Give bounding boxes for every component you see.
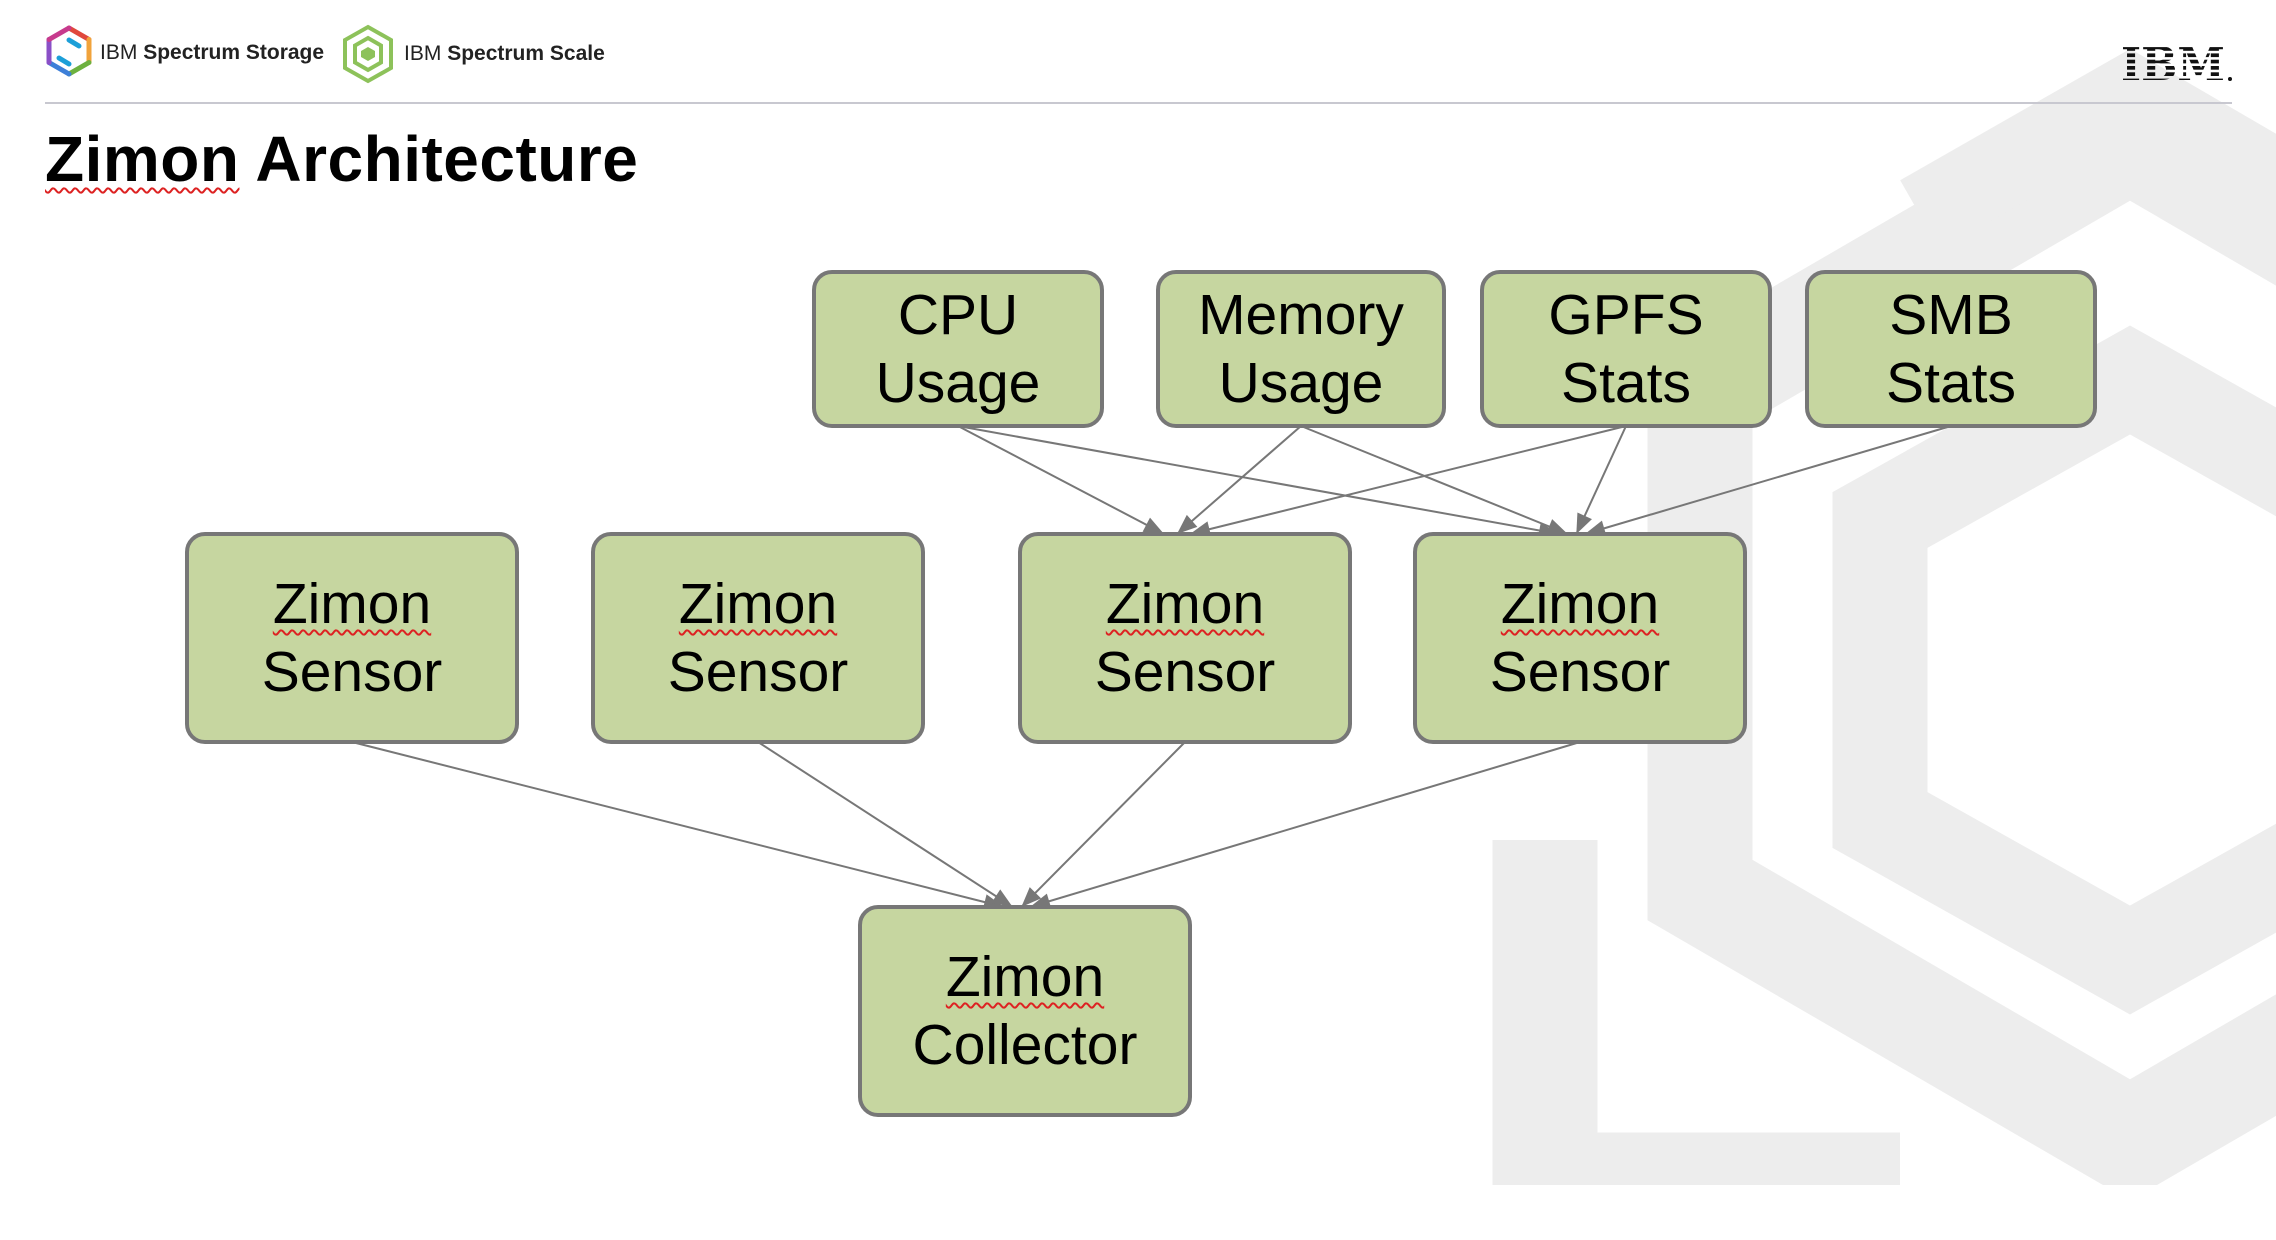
connector-edge	[1300, 425, 1569, 535]
connector-edge	[957, 425, 1560, 535]
storage-logo-name: Spectrum Storage	[143, 41, 325, 64]
connector-edge	[1176, 425, 1302, 535]
ibm-logo-text: IBM	[2121, 40, 2225, 84]
node-label-line1: SMB	[1889, 283, 2013, 347]
node-label-line2: Collector	[912, 1013, 1138, 1077]
node-label-line2: Stats	[1886, 351, 2016, 415]
title-rest: Architecture	[239, 123, 639, 195]
node-label-line1: Zimon	[272, 572, 432, 636]
connector-edge	[1189, 425, 1627, 535]
spectrum-scale-logo[interactable]: IBM Spectrum Scale	[340, 24, 605, 84]
node-label-line2: Usage	[875, 351, 1041, 415]
connector-edge	[1029, 741, 1581, 908]
memory-usage-node[interactable]: Memory Usage	[1156, 270, 1446, 428]
zimon-sensor-node[interactable]: Zimon Sensor	[1413, 532, 1747, 744]
ibm-logo-icon: IBM	[2121, 37, 2232, 91]
connector-edge	[957, 425, 1165, 535]
header-divider	[45, 102, 2232, 104]
arrowhead-icon	[1177, 514, 1198, 534]
storage-logo-prefix: IBM	[100, 41, 138, 64]
node-label-line1: Memory	[1198, 283, 1404, 347]
scale-logo-name: Spectrum Scale	[447, 42, 605, 65]
connector-edge	[1584, 425, 1952, 535]
arrowhead-icon	[1142, 517, 1164, 534]
slide-title: Zimon Architecture	[45, 122, 638, 196]
arrowhead-icon	[1021, 887, 1042, 907]
node-label-line2: Sensor	[1489, 640, 1671, 704]
node-label-line1: Zimon	[1500, 572, 1660, 636]
title-word-zimon: Zimon	[45, 123, 240, 195]
smb-stats-node[interactable]: SMB Stats	[1805, 270, 2097, 428]
zimon-sensor-node[interactable]: Zimon Sensor	[591, 532, 925, 744]
connector-edge	[1020, 741, 1186, 908]
node-label-line1: CPU	[897, 283, 1019, 347]
scale-logo-prefix: IBM	[404, 42, 442, 65]
node-label-line1: Zimon	[1105, 572, 1265, 636]
connector-edge	[351, 741, 1005, 908]
node-label-line2: Stats	[1561, 351, 1691, 415]
node-label-line1: Zimon	[945, 945, 1105, 1009]
zimon-sensor-node[interactable]: Zimon Sensor	[185, 532, 519, 744]
arrowhead-icon	[991, 889, 1013, 907]
cpu-usage-node[interactable]: CPU Usage	[812, 270, 1104, 428]
node-label-line2: Usage	[1218, 351, 1384, 415]
zimon-collector-node[interactable]: Zimon Collector	[858, 905, 1192, 1117]
zimon-sensor-node[interactable]: Zimon Sensor	[1018, 532, 1352, 744]
node-label-line2: Sensor	[261, 640, 443, 704]
arrowhead-icon	[1546, 519, 1568, 534]
ibm-logo[interactable]: IBM	[2121, 37, 2233, 91]
arrowhead-icon	[1576, 512, 1592, 534]
connector-edge	[757, 741, 1014, 908]
spectrum-scale-logo-icon	[343, 24, 393, 84]
node-label-line1: GPFS	[1548, 283, 1704, 347]
node-label-line2: Sensor	[1094, 640, 1276, 704]
spectrum-storage-logo-icon	[46, 25, 92, 77]
gpfs-stats-node[interactable]: GPFS Stats	[1480, 270, 1772, 428]
node-label-line2: Sensor	[667, 640, 849, 704]
node-label-line1: Zimon	[678, 572, 838, 636]
spectrum-storage-logo[interactable]: IBM Spectrum Storage	[44, 24, 324, 82]
